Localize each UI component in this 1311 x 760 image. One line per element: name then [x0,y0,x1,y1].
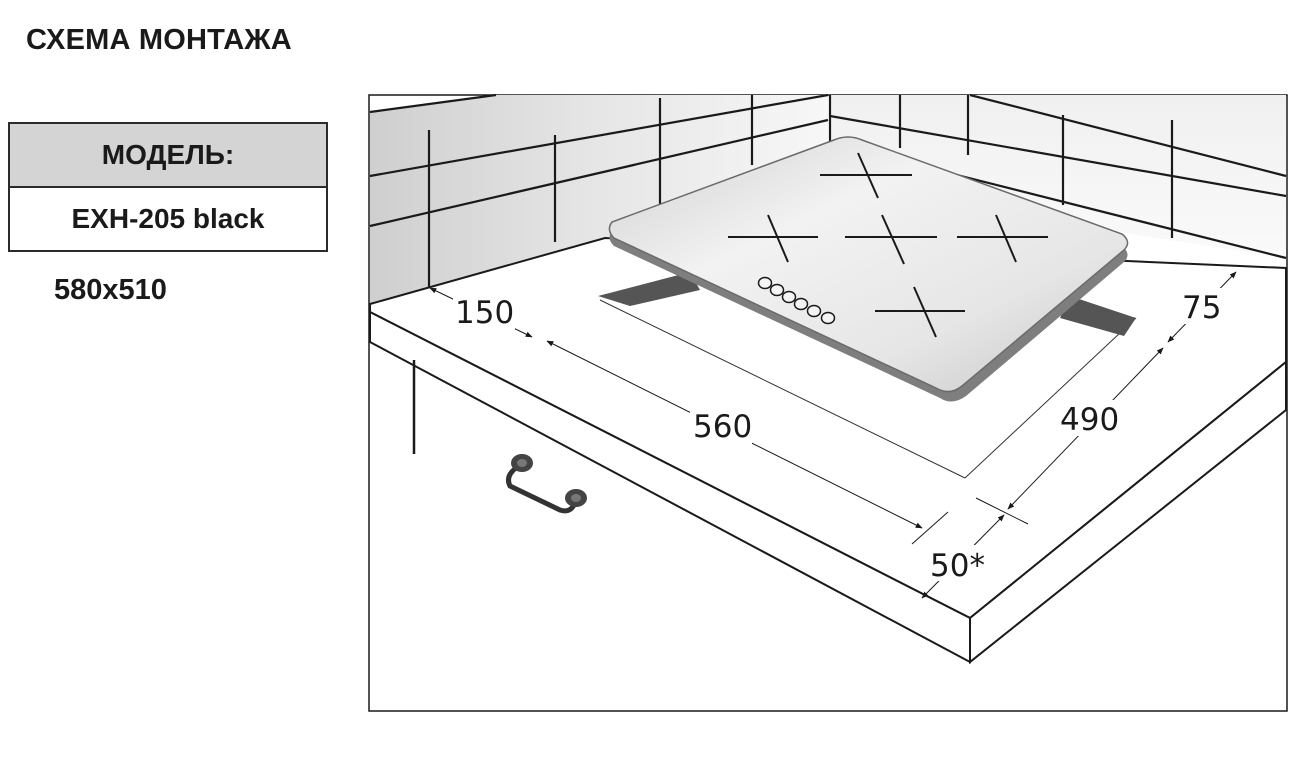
model-name: EXH-205 black [10,188,326,250]
cutout-shadow [598,272,1136,336]
model-header: МОДЕЛЬ: [10,124,326,188]
dim-back-offset: 75 [1182,290,1221,326]
dim-width: 560 [693,409,752,445]
installation-diagram: 150 560 490 75 50* [368,94,1288,712]
dim-front-offset: 50* [930,548,985,584]
control-knobs [757,276,836,325]
hob-panel [608,136,1129,402]
model-table: МОДЕЛЬ: EXH-205 black [8,122,328,252]
page-title: СХЕМА МОНТАЖА [26,24,292,56]
dim-top-offset: 150 [455,295,514,331]
model-dimensions: 580x510 [54,274,167,306]
dimension-text-backgrounds [453,288,1226,581]
left-wall [369,94,829,304]
dim-depth: 490 [1060,402,1119,438]
cooking-zones [728,152,1048,338]
